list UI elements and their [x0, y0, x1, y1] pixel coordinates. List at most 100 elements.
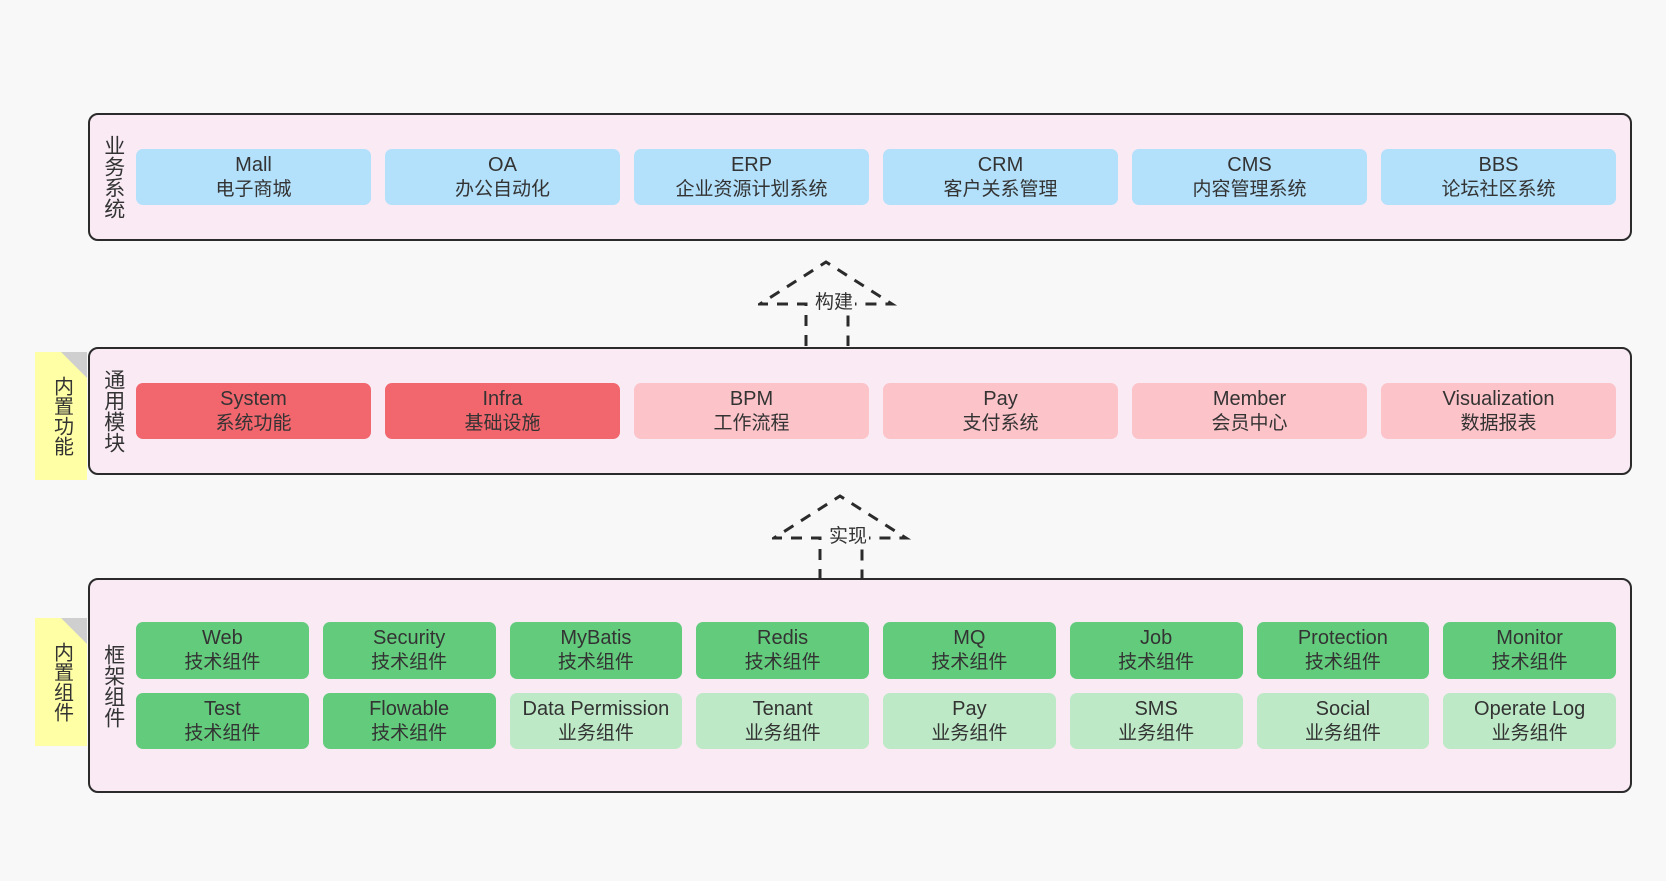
node-redis[interactable]: Redis 技术组件 — [696, 621, 869, 679]
node-subtitle: 技术组件 — [184, 651, 261, 673]
node-title: MyBatis — [560, 626, 632, 649]
node-erp[interactable]: ERP 企业资源计划系统 — [634, 148, 869, 206]
node-social[interactable]: Social 业务组件 — [1256, 692, 1430, 750]
node-title: BBS — [1478, 153, 1519, 176]
node-row-business: Test 技术组件 Flowable 技术组件 Data Permission … — [136, 692, 1616, 750]
node-title: ERP — [730, 153, 773, 176]
node-subtitle: 技术组件 — [1304, 651, 1381, 673]
node-tenant[interactable]: Tenant 业务组件 — [696, 692, 869, 750]
node-title: Test — [204, 697, 241, 720]
node-title: Pay — [952, 697, 987, 720]
node-title: Member — [1212, 387, 1287, 410]
node-subtitle: 客户关系管理 — [943, 178, 1058, 200]
node-subtitle: 工作流程 — [713, 412, 790, 434]
layer-label-common: 通用模块 — [101, 369, 125, 453]
connector-implement-label: 实现 — [827, 526, 870, 547]
node-bpm[interactable]: BPM 工作流程 — [634, 382, 869, 440]
node-system[interactable]: System 系统功能 — [136, 382, 371, 440]
node-subtitle: 技术组件 — [184, 722, 261, 744]
node-subtitle: 办公自动化 — [454, 178, 550, 200]
node-subtitle: 内容管理系统 — [1192, 178, 1307, 200]
node-title: SMS — [1134, 697, 1178, 720]
node-subtitle: 电子商城 — [215, 178, 292, 200]
node-subtitle: 技术组件 — [1491, 651, 1568, 673]
node-title: Mall — [235, 153, 272, 176]
layer-framework-components: 框架组件 Web 技术组件 Security 技术组件 MyBatis 技术组件… — [88, 578, 1632, 793]
node-oa[interactable]: OA 办公自动化 — [385, 148, 620, 206]
node-subtitle: 支付系统 — [962, 412, 1039, 434]
node-mall[interactable]: Mall 电子商城 — [136, 148, 371, 206]
node-flowable[interactable]: Flowable 技术组件 — [322, 692, 496, 750]
node-subtitle: 技术组件 — [1118, 651, 1195, 673]
node-row: System 系统功能 Infra 基础设施 BPM 工作流程 Pay 支付系统… — [136, 382, 1616, 440]
sticky-note-builtin-function: 内置功能 — [35, 352, 87, 480]
node-title: Security — [373, 626, 446, 649]
node-sms[interactable]: SMS 业务组件 — [1069, 692, 1243, 750]
node-subtitle: 技术组件 — [557, 651, 634, 673]
node-infra[interactable]: Infra 基础设施 — [385, 382, 620, 440]
node-subtitle: 技术组件 — [371, 651, 448, 673]
node-subtitle: 论坛社区系统 — [1441, 178, 1556, 200]
node-title: Visualization — [1442, 387, 1555, 410]
node-title: Tenant — [752, 697, 813, 720]
layer-body-business: Mall 电子商城 OA 办公自动化 ERP 企业资源计划系统 CRM 客户关系… — [136, 115, 1630, 239]
node-subtitle: 业务组件 — [1304, 722, 1381, 744]
node-subtitle: 业务组件 — [744, 722, 821, 744]
node-job[interactable]: Job 技术组件 — [1069, 621, 1243, 679]
node-subtitle: 业务组件 — [931, 722, 1008, 744]
layer-body-framework: Web 技术组件 Security 技术组件 MyBatis 技术组件 Redi… — [136, 580, 1630, 791]
node-data-permission[interactable]: Data Permission 业务组件 — [509, 692, 683, 750]
node-subtitle: 业务组件 — [1491, 722, 1568, 744]
node-subtitle: 基础设施 — [464, 412, 541, 434]
sticky-note-label: 内置组件 — [50, 642, 73, 722]
node-title: Infra — [482, 387, 523, 410]
node-mq[interactable]: MQ 技术组件 — [883, 621, 1056, 679]
layer-body-common: System 系统功能 Infra 基础设施 BPM 工作流程 Pay 支付系统… — [136, 349, 1630, 473]
node-title: CMS — [1227, 153, 1272, 176]
node-title: Data Permission — [522, 697, 670, 720]
node-title: Social — [1315, 697, 1371, 720]
layer-common-modules: 通用模块 System 系统功能 Infra 基础设施 BPM 工作流程 Pay… — [88, 347, 1632, 475]
node-visualization[interactable]: Visualization 数据报表 — [1381, 382, 1616, 440]
node-pay-component[interactable]: Pay 业务组件 — [883, 692, 1056, 750]
connector-build-label: 构建 — [813, 292, 856, 313]
layer-business-systems: 业务系统 Mall 电子商城 OA 办公自动化 ERP 企业资源计划系统 CRM… — [88, 113, 1632, 241]
node-pay[interactable]: Pay 支付系统 — [883, 382, 1118, 440]
sticky-note-label: 内置功能 — [50, 376, 73, 456]
node-test[interactable]: Test 技术组件 — [136, 692, 309, 750]
node-bbs[interactable]: BBS 论坛社区系统 — [1381, 148, 1616, 206]
node-subtitle: 技术组件 — [931, 651, 1008, 673]
node-monitor[interactable]: Monitor 技术组件 — [1443, 621, 1616, 679]
node-title: CRM — [977, 153, 1024, 176]
layer-label-framework: 框架组件 — [101, 643, 125, 728]
node-subtitle: 技术组件 — [371, 722, 448, 744]
node-subtitle: 企业资源计划系统 — [675, 178, 828, 200]
node-title: OA — [488, 153, 517, 176]
node-title: System — [220, 387, 287, 410]
node-title: Redis — [757, 626, 809, 649]
node-row: Mall 电子商城 OA 办公自动化 ERP 企业资源计划系统 CRM 客户关系… — [136, 148, 1616, 206]
sticky-fold-corner-icon — [61, 352, 87, 378]
node-crm[interactable]: CRM 客户关系管理 — [883, 148, 1118, 206]
sticky-note-builtin-component: 内置组件 — [35, 618, 87, 746]
node-title: BPM — [729, 387, 774, 410]
node-title: Protection — [1297, 626, 1388, 649]
node-title: Pay — [983, 387, 1018, 410]
node-member[interactable]: Member 会员中心 — [1132, 382, 1367, 440]
node-web[interactable]: Web 技术组件 — [136, 621, 309, 679]
node-protection[interactable]: Protection 技术组件 — [1256, 621, 1430, 679]
node-security[interactable]: Security 技术组件 — [322, 621, 496, 679]
node-title: Monitor — [1496, 626, 1563, 649]
node-title: Flowable — [369, 697, 450, 720]
node-subtitle: 业务组件 — [557, 722, 634, 744]
node-subtitle: 数据报表 — [1460, 412, 1537, 434]
layer-label-business: 业务系统 — [101, 135, 125, 219]
node-cms[interactable]: CMS 内容管理系统 — [1132, 148, 1367, 206]
node-title: Job — [1140, 626, 1173, 649]
node-subtitle: 会员中心 — [1211, 412, 1288, 434]
node-subtitle: 技术组件 — [744, 651, 821, 673]
node-title: Web — [201, 626, 243, 649]
node-subtitle: 业务组件 — [1118, 722, 1195, 744]
node-operate-log[interactable]: Operate Log 业务组件 — [1443, 692, 1616, 750]
node-mybatis[interactable]: MyBatis 技术组件 — [509, 621, 683, 679]
